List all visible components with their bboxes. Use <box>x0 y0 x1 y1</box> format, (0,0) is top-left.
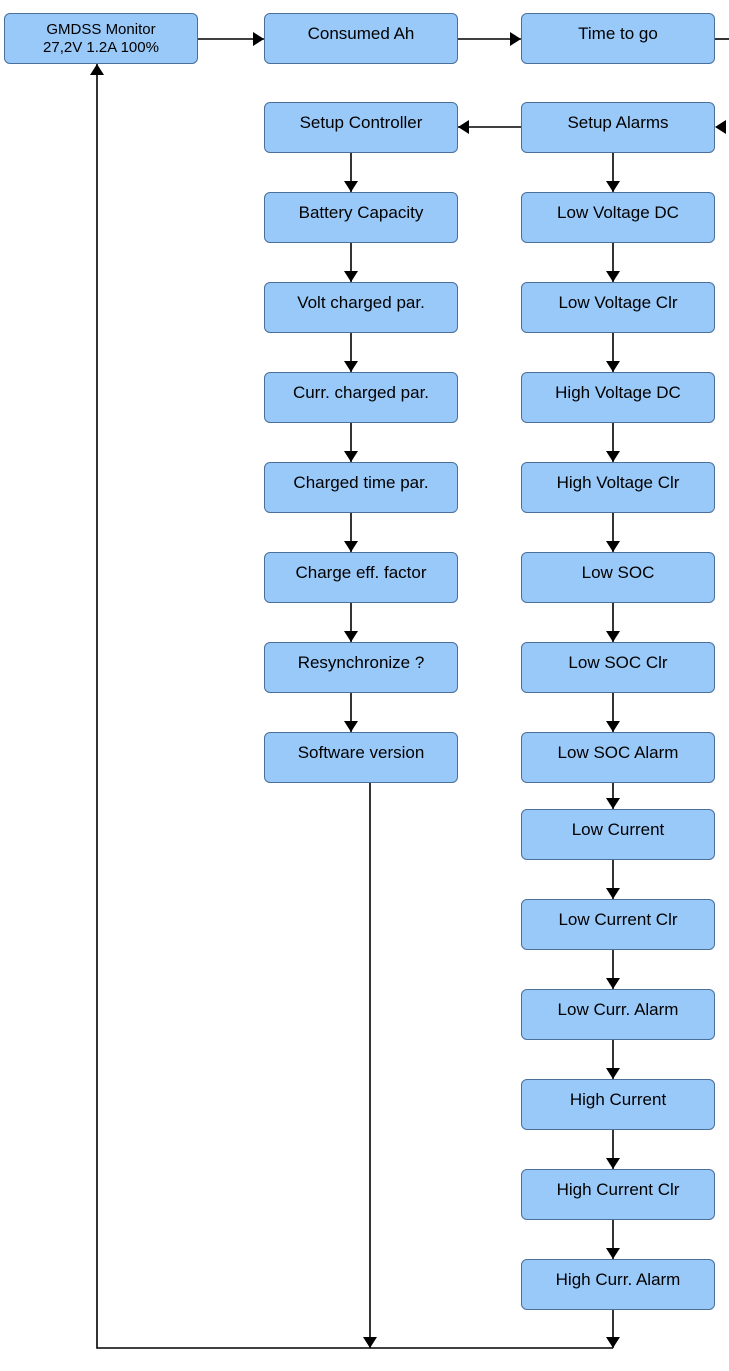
alarm-item-label: High Voltage Clr <box>556 473 680 492</box>
node-alarm-item[interactable]: Low Voltage DC <box>521 192 715 243</box>
node-gmdss-monitor[interactable]: GMDSS Monitor 27,2V 1.2A 100% <box>4 13 198 64</box>
setup-alarms-label: Setup Alarms <box>567 113 669 132</box>
controller-item-label: Resynchronize ? <box>297 653 425 672</box>
node-controller-item[interactable]: Volt charged par. <box>264 282 458 333</box>
node-setup-controller[interactable]: Setup Controller <box>264 102 458 153</box>
connector-return-bus <box>96 64 613 1349</box>
arrowhead <box>344 721 358 732</box>
node-alarm-item[interactable]: High Curr. Alarm <box>521 1259 715 1310</box>
node-alarm-item[interactable]: Low Curr. Alarm <box>521 989 715 1040</box>
arrowhead <box>253 32 264 46</box>
node-alarm-item[interactable]: Low Voltage Clr <box>521 282 715 333</box>
controller-item-label: Volt charged par. <box>297 293 425 312</box>
node-setup-alarms[interactable]: Setup Alarms <box>521 102 715 153</box>
arrowhead <box>606 1158 620 1169</box>
gmdss-monitor-readout: 27,2V 1.2A 100% <box>43 38 159 56</box>
arrowhead <box>606 1248 620 1259</box>
alarm-item-label: High Voltage DC <box>555 383 681 402</box>
arrowhead <box>606 361 620 372</box>
node-alarm-item[interactable]: Low SOC <box>521 552 715 603</box>
time-to-go-label: Time to go <box>578 24 658 43</box>
node-alarm-item[interactable]: High Voltage DC <box>521 372 715 423</box>
alarm-item-label: High Current <box>569 1090 667 1109</box>
node-time-to-go[interactable]: Time to go <box>521 13 715 64</box>
arrowhead <box>344 181 358 192</box>
alarm-item-label: Low Voltage Clr <box>558 293 678 312</box>
arrowhead <box>606 631 620 642</box>
controller-item-label: Software version <box>297 743 425 762</box>
consumed-ah-label: Consumed Ah <box>307 24 415 43</box>
arrowhead <box>606 888 620 899</box>
node-alarm-item[interactable]: Low Current Clr <box>521 899 715 950</box>
gmdss-monitor-title: GMDSS Monitor <box>46 20 156 38</box>
node-alarm-item[interactable]: Low SOC Alarm <box>521 732 715 783</box>
alarm-item-label: High Curr. Alarm <box>555 1270 681 1289</box>
node-alarm-item[interactable]: Low Current <box>521 809 715 860</box>
node-alarm-item[interactable]: Low SOC Clr <box>521 642 715 693</box>
node-controller-item[interactable]: Battery Capacity <box>264 192 458 243</box>
arrowhead <box>344 541 358 552</box>
arrowhead <box>344 361 358 372</box>
alarm-item-label: Low SOC Alarm <box>557 743 679 762</box>
arrowhead <box>606 181 620 192</box>
controller-item-label: Charge eff. factor <box>295 563 427 582</box>
arrowhead <box>606 798 620 809</box>
node-controller-item[interactable]: Curr. charged par. <box>264 372 458 423</box>
setup-controller-label: Setup Controller <box>299 113 423 132</box>
arrowhead <box>363 1337 377 1348</box>
controller-item-label: Battery Capacity <box>298 203 424 222</box>
arrowhead <box>344 451 358 462</box>
arrowhead <box>606 1337 620 1348</box>
node-alarm-item[interactable]: High Voltage Clr <box>521 462 715 513</box>
controller-item-label: Charged time par. <box>293 473 429 492</box>
arrowhead <box>90 64 104 75</box>
alarm-item-label: Low SOC <box>581 563 655 582</box>
node-alarm-item[interactable]: High Current Clr <box>521 1169 715 1220</box>
alarm-item-label: Low Current <box>571 820 665 839</box>
node-controller-item[interactable]: Resynchronize ? <box>264 642 458 693</box>
node-controller-item[interactable]: Software version <box>264 732 458 783</box>
arrowhead <box>606 541 620 552</box>
arrowhead <box>606 721 620 732</box>
node-controller-item[interactable]: Charged time par. <box>264 462 458 513</box>
arrowhead <box>344 631 358 642</box>
arrowhead <box>510 32 521 46</box>
controller-item-label: Curr. charged par. <box>292 383 430 402</box>
arrowhead <box>606 451 620 462</box>
arrowhead <box>344 271 358 282</box>
arrowhead <box>606 1068 620 1079</box>
node-alarm-item[interactable]: High Current <box>521 1079 715 1130</box>
alarm-item-label: Low Curr. Alarm <box>557 1000 679 1019</box>
arrowhead <box>715 120 726 134</box>
node-controller-item[interactable]: Charge eff. factor <box>264 552 458 603</box>
alarm-item-label: Low Current Clr <box>558 910 678 929</box>
alarm-item-label: Low SOC Clr <box>568 653 668 672</box>
alarm-item-label: Low Voltage DC <box>557 203 679 222</box>
alarm-item-label: High Current Clr <box>556 1180 680 1199</box>
arrowhead <box>606 978 620 989</box>
arrowhead <box>458 120 469 134</box>
node-consumed-ah[interactable]: Consumed Ah <box>264 13 458 64</box>
arrowhead <box>606 271 620 282</box>
